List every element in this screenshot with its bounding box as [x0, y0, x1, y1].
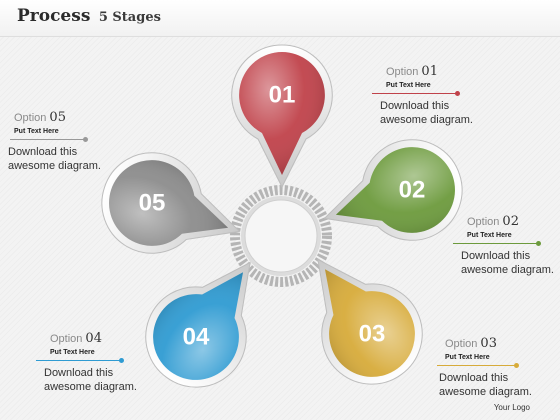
option-word: Option — [445, 338, 478, 350]
pin-gloss — [324, 269, 415, 377]
rule-dot — [514, 363, 519, 368]
option-number: 01 — [421, 64, 438, 79]
stage-pin-01: 01 — [231, 44, 333, 189]
option-subtitle: Put Text Here — [445, 354, 490, 361]
pin-gloss — [153, 272, 244, 380]
option-subtitle: Put Text Here — [386, 82, 431, 89]
pin-gloss — [109, 160, 229, 246]
stage-pin-04: 04 — [145, 261, 251, 388]
stage-number: 01 — [269, 82, 296, 109]
stage-number: 02 — [399, 177, 426, 204]
footer-logo: Your Logo — [493, 403, 530, 412]
rule-dot — [536, 241, 541, 246]
option-word: Option — [14, 112, 47, 124]
title-subtitle: 5 Stages — [98, 10, 161, 25]
page-title: Process 5 Stages — [17, 6, 161, 26]
option-body: Download this awesome diagram. — [380, 100, 473, 126]
option-number: 03 — [480, 336, 497, 351]
rule-dot — [455, 91, 460, 96]
option-number: 05 — [49, 110, 66, 125]
stage-pin-03: 03 — [317, 258, 423, 385]
rule-dot — [119, 358, 124, 363]
option-rule — [437, 363, 519, 368]
stage-number: 04 — [183, 324, 210, 351]
center-gear — [230, 185, 332, 287]
option-body: Download this awesome diagram. — [8, 146, 101, 172]
pin-gloss — [239, 52, 325, 175]
option-body: Download this awesome diagram. — [461, 250, 554, 276]
option-body: Download this awesome diagram. — [44, 367, 137, 393]
option-number: 04 — [85, 331, 102, 346]
option-subtitle: Put Text Here — [14, 128, 59, 135]
option-rule — [372, 91, 460, 96]
option-rule — [453, 241, 541, 246]
rule-dot — [83, 137, 88, 142]
title-main: Process — [17, 6, 91, 26]
stage-number: 05 — [139, 190, 166, 217]
option-word: Option — [467, 216, 500, 228]
header-bar: Process 5 Stages — [0, 0, 560, 37]
stage-number: 03 — [359, 321, 386, 348]
option-word: Option — [50, 333, 83, 345]
option-word: Option — [386, 66, 419, 78]
option-rule — [36, 358, 124, 363]
option-number: 02 — [502, 214, 519, 229]
stage-pin-05: 05 — [101, 152, 241, 254]
option-subtitle: Put Text Here — [467, 232, 512, 239]
option-subtitle: Put Text Here — [50, 349, 95, 356]
pin-gloss — [335, 147, 455, 233]
option-rule — [10, 137, 88, 142]
option-body: Download this awesome diagram. — [439, 372, 532, 398]
stage-pin-02: 02 — [323, 139, 463, 241]
